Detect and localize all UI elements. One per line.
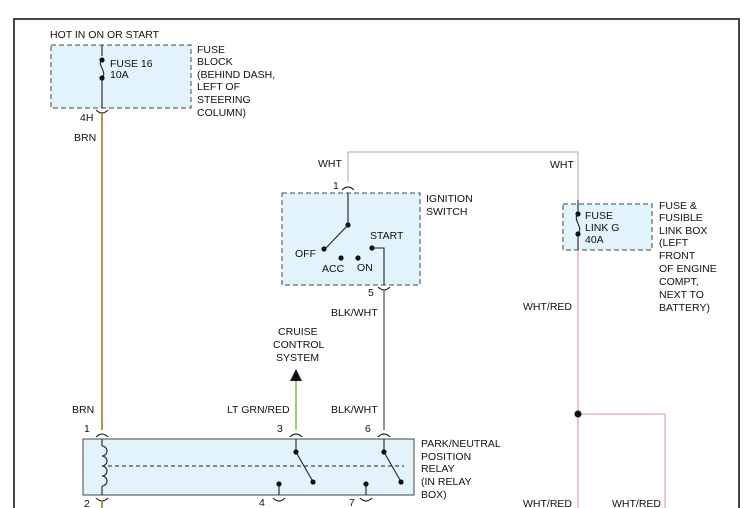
wht-wire-label-right: WHT [550,159,574,171]
fuse-block-line: BLOCK [197,56,233,68]
ignition-switch-symbol [321,193,385,285]
wht-red-wire-branch [578,413,666,508]
wht-red-label-upper: WHT/RED [523,301,572,313]
fusible-box-line: BATTERY) [659,302,710,314]
ignition-connector-1 [341,186,355,191]
pin-4h-label: 4H [80,112,93,124]
switch-contact-off [321,246,327,252]
relay-connector-1 [95,433,109,438]
fusible-box-line: NEXT TO [659,289,704,301]
switch-start-label: START [370,230,404,242]
fuse-block-line: FUSE [197,44,225,56]
ignition-switch-box [281,192,421,286]
blk-wht-label-upper: BLK/WHT [331,307,378,319]
fuse-block-description: FUSE BLOCK (BEHIND DASH, LEFT OF STEERIN… [197,44,275,119]
fuse-block-line: (BEHIND DASH, [197,69,275,81]
cruise-control-line: CONTROL [273,339,324,351]
relay-line: POSITION [421,451,471,463]
ignition-switch-line: SWITCH [426,206,467,218]
switch-contact-acc [338,255,344,261]
lt-grn-red-label: LT GRN/RED [227,404,290,416]
blk-wht-label-lower: BLK/WHT [331,404,378,416]
wht-red-splice [574,410,582,418]
fusible-box-line: FUSIBLE [659,212,703,224]
relay-pin-7-label: 7 [349,497,355,508]
relay-connector-3 [289,433,303,438]
fuse-block-box [50,44,192,109]
switch-on-label: ON [357,262,373,274]
diagram-frame [13,18,740,508]
ignition-pin-1-label: 1 [333,180,339,192]
park-neutral-relay-box [82,438,415,496]
ignition-pin-5-label: 5 [368,287,374,299]
relay-coil-symbol [101,439,108,495]
switch-contact-on [355,255,361,261]
hot-in-on-or-start-label: HOT IN ON OR START [50,29,160,41]
fusible-box-line: COMPT, [659,276,699,288]
relay-pin-6-label: 6 [365,423,371,435]
fusible-link-box-description: FUSE & FUSIBLE LINK BOX (LEFT FRONT OF E… [659,200,717,314]
fuse-block-line: COLUMN) [197,107,246,119]
relay-pin-3-label: 3 [277,423,283,435]
arrow-up-icon [290,369,302,381]
switch-acc-label: ACC [322,263,345,275]
relay-description: PARK/NEUTRAL POSITION RELAY (IN RELAY BO… [421,438,501,501]
relay-line: PARK/NEUTRAL [421,438,501,450]
fuse-link-g-symbol [575,200,581,250]
relay-line: BOX) [421,489,447,501]
ignition-connector-5 [377,286,391,291]
relay-line: (IN RELAY [421,476,472,488]
cruise-control-line: CRUISE [278,326,318,338]
wht-wire-label-left: WHT [318,158,342,170]
ignition-switch-line: IGNITION [426,193,473,205]
fuse-16-rating: 10A [110,69,129,81]
fuse-link-line: LINK G [585,222,619,234]
relay-connector-6 [377,433,391,438]
brn-wire-label-lower: BRN [72,404,94,416]
relay-pin-4-label: 4 [259,497,265,508]
relay-switch-6 [363,439,404,495]
fuse-block-line: LEFT OF [197,81,240,93]
fusible-box-line: OF ENGINE [659,263,717,275]
connector-4h [95,109,109,114]
switch-off-label: OFF [295,248,316,260]
fuse-16-symbol [99,45,105,108]
relay-switch-3 [276,439,316,495]
relay-connector-2 [95,497,109,502]
fuse-block-line: STEERING [197,94,251,106]
cruise-control-label: CRUISE CONTROL SYSTEM [273,326,324,364]
relay-connector-4 [272,497,286,502]
relay-line: RELAY [421,463,455,475]
wht-red-label-bottom-right: WHT/RED [612,498,661,508]
fusible-box-line: FUSE & [659,200,697,212]
wht-red-label-bottom-left: WHT/RED [523,498,572,508]
fusible-box-line: LINK BOX [659,225,707,237]
fusible-box-line: (LEFT [659,237,689,249]
fuse-link-line: 40A [585,234,604,246]
wht-wire [347,151,579,200]
brn-wire-label-top: BRN [74,132,96,144]
fuse-link-line: FUSE [585,210,613,222]
relay-connector-7 [359,497,373,502]
cruise-control-line: SYSTEM [276,352,319,364]
fuse-16-name: FUSE 16 [110,58,153,70]
relay-pin-2-label: 2 [84,498,90,508]
relay-pin-1-label: 1 [84,423,90,435]
fusible-box-line: FRONT [659,250,696,262]
